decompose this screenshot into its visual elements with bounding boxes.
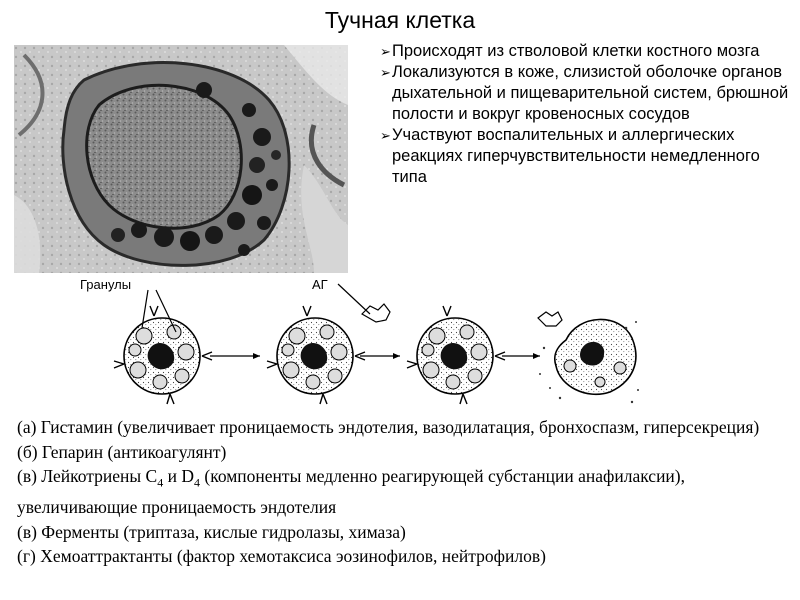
arrow-bullet-icon: ➢ — [380, 128, 391, 143]
mast-cell-micrograph — [14, 45, 348, 273]
granules-label: Гранулы — [80, 277, 132, 292]
mediators-list: (а) Гистамин (увеличивает проницаемость … — [17, 415, 793, 569]
arrow-bullet-icon: ➢ — [380, 65, 391, 80]
fact-item: ➢Происходят из стволовой клетки костного… — [380, 42, 760, 60]
antigen-label: АГ — [312, 277, 328, 292]
arrow-bullet-icon: ➢ — [380, 44, 391, 59]
mediator-chemoattractants: (г) Хемоаттрактанты (фактор хемотаксиса … — [17, 546, 546, 566]
mediator-heparin: (б) Гепарин (антикоагулянт) — [17, 441, 227, 462]
degranulation-diagram — [113, 283, 639, 405]
mediator-leukotrienes: (в) Лейкотриены C4 и D4 (компоненты медл… — [17, 466, 686, 517]
fact-item: ➢Участвуют воспалительных и аллергически… — [380, 126, 760, 186]
mediator-histamine: (а) Гистамин (увеличивает проницаемость … — [17, 417, 760, 437]
slide-title: Тучная клетка — [324, 7, 476, 33]
facts-list: ➢Происходят из стволовой клетки костного… — [380, 41, 792, 188]
fact-item: ➢Локализуются в коже, слизистой оболочке… — [380, 63, 789, 123]
mediator-enzymes: (в) Ферменты (триптаза, кислые гидролазы… — [17, 521, 406, 542]
